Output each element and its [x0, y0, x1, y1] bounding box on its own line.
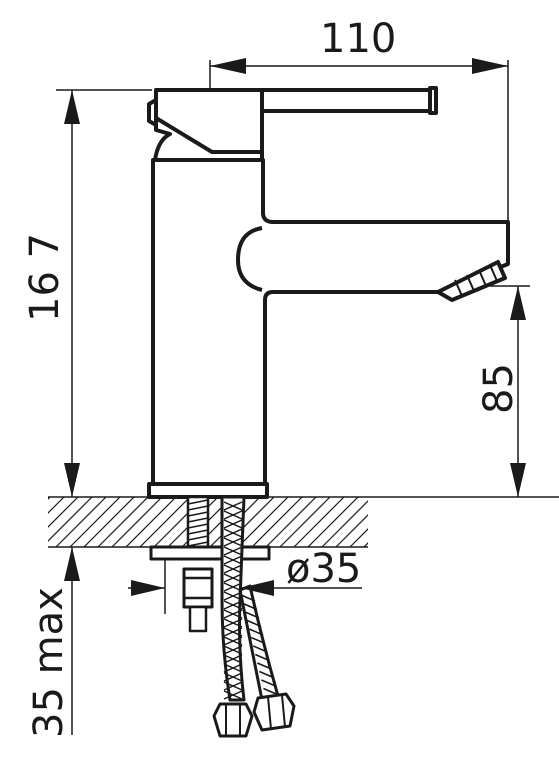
- thread-line: [187, 511, 209, 517]
- thread-line: [187, 535, 209, 541]
- braid-line: [223, 681, 243, 691]
- hatch-line: [335, 514, 368, 547]
- faucet-body: [147, 158, 510, 499]
- hatch-line: [48, 497, 93, 542]
- braid-line: [246, 619, 262, 628]
- hatch-line: [363, 542, 368, 547]
- braid-line: [250, 636, 266, 645]
- width-dimension-label: 110: [320, 16, 396, 62]
- hatch-line: [265, 497, 317, 547]
- braid-line: [252, 645, 268, 653]
- thread-line: [187, 499, 209, 505]
- faucet-handle: [147, 86, 438, 162]
- braid-line: [242, 602, 258, 611]
- diameter-dimension: ø35: [128, 546, 362, 614]
- braid-line: [223, 537, 243, 547]
- thread-line: [187, 541, 209, 547]
- braid-line: [223, 654, 243, 664]
- hatch-line: [293, 497, 345, 547]
- hatch-line: [378, 497, 428, 547]
- braid-line: [244, 611, 260, 619]
- thread-line: [187, 529, 209, 535]
- braid-line: [223, 609, 243, 619]
- hatch-line: [349, 528, 368, 547]
- braid-line: [257, 662, 272, 670]
- braid-line: [240, 594, 256, 602]
- hatch-line: [48, 497, 79, 528]
- hatch-line: [69, 497, 121, 547]
- braid-line: [223, 501, 243, 511]
- thread-line: [187, 505, 209, 511]
- hatch-line: [139, 497, 191, 547]
- braid-line: [248, 628, 264, 636]
- braid-line: [223, 672, 243, 682]
- hatch-line: [392, 497, 442, 547]
- braid-line: [223, 564, 243, 574]
- braid-line: [223, 618, 243, 628]
- braid-line: [261, 679, 276, 687]
- width-dimension: 110: [210, 16, 509, 222]
- height-dimension-label: 16 7: [22, 233, 68, 322]
- thread-line: [187, 517, 209, 523]
- max-depth-dimension: 35 max: [26, 547, 80, 738]
- braid-line: [263, 687, 278, 696]
- max-depth-dimension-label: 35 max: [26, 587, 72, 738]
- hatch-line: [97, 497, 149, 547]
- braid-line: [223, 636, 243, 646]
- braid-line: [223, 600, 243, 610]
- countertop: [48, 496, 559, 548]
- hatch-line: [111, 497, 163, 547]
- braid-line: [223, 528, 243, 538]
- braid-line: [223, 591, 243, 601]
- braid-line: [223, 555, 243, 565]
- braid-line: [259, 670, 274, 679]
- thread-line: [187, 523, 209, 529]
- braid-line: [223, 663, 243, 673]
- spout-height-dimension: 85: [476, 285, 530, 497]
- braided-hoses: [212, 495, 296, 738]
- hatch-line: [406, 497, 456, 547]
- braid-line: [223, 645, 243, 655]
- hatch-line: [307, 497, 359, 547]
- spout-height-dimension-label: 85: [476, 363, 522, 414]
- hatch-line: [279, 497, 331, 547]
- height-dimension: 16 7: [22, 89, 152, 497]
- hatch-line: [237, 497, 289, 547]
- hatch-line: [125, 497, 177, 547]
- hatch-line: [48, 497, 51, 500]
- braid-line: [223, 690, 243, 700]
- hatch-line: [251, 497, 303, 547]
- braid-line: [254, 653, 270, 662]
- hatch-line: [321, 500, 368, 547]
- hatch-line: [55, 497, 107, 547]
- hatch-line: [83, 497, 135, 547]
- braid-line: [223, 546, 243, 556]
- braid-line: [223, 582, 243, 592]
- braid-line: [223, 627, 243, 637]
- hatch-line: [48, 497, 65, 514]
- braid-line: [223, 573, 243, 583]
- braid-line: [223, 519, 243, 529]
- diameter-dimension-label: ø35: [286, 546, 361, 592]
- braid-line: [223, 510, 243, 520]
